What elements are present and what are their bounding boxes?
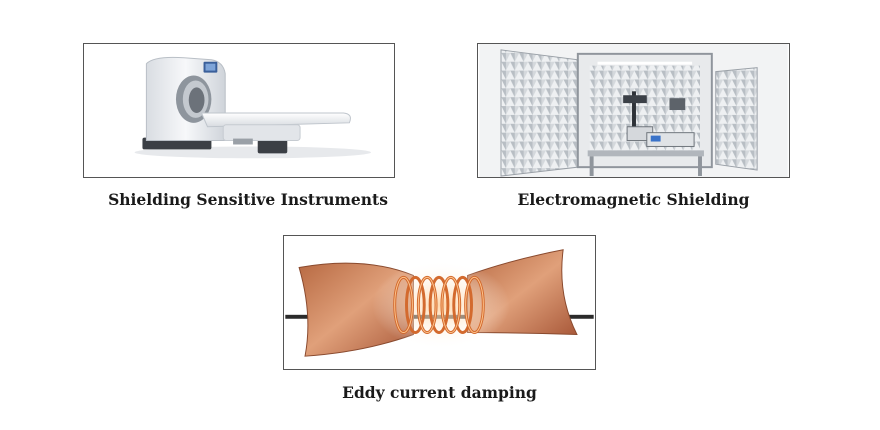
eddy-current-illustration — [285, 236, 594, 369]
ct-scanner-image — [83, 43, 395, 178]
ct-scanner-illustration — [85, 44, 393, 177]
shielded-enclosure-illustration — [479, 44, 788, 177]
caption-shielding-sensitive-instruments: Shielding Sensitive Instruments — [108, 190, 388, 209]
shielded-enclosure-image — [477, 43, 790, 178]
caption-electromagnetic-shielding: Electromagnetic Shielding — [517, 190, 750, 209]
caption-eddy-current-damping: Eddy current damping — [342, 383, 537, 402]
copper-plates-coil-image — [283, 235, 596, 370]
